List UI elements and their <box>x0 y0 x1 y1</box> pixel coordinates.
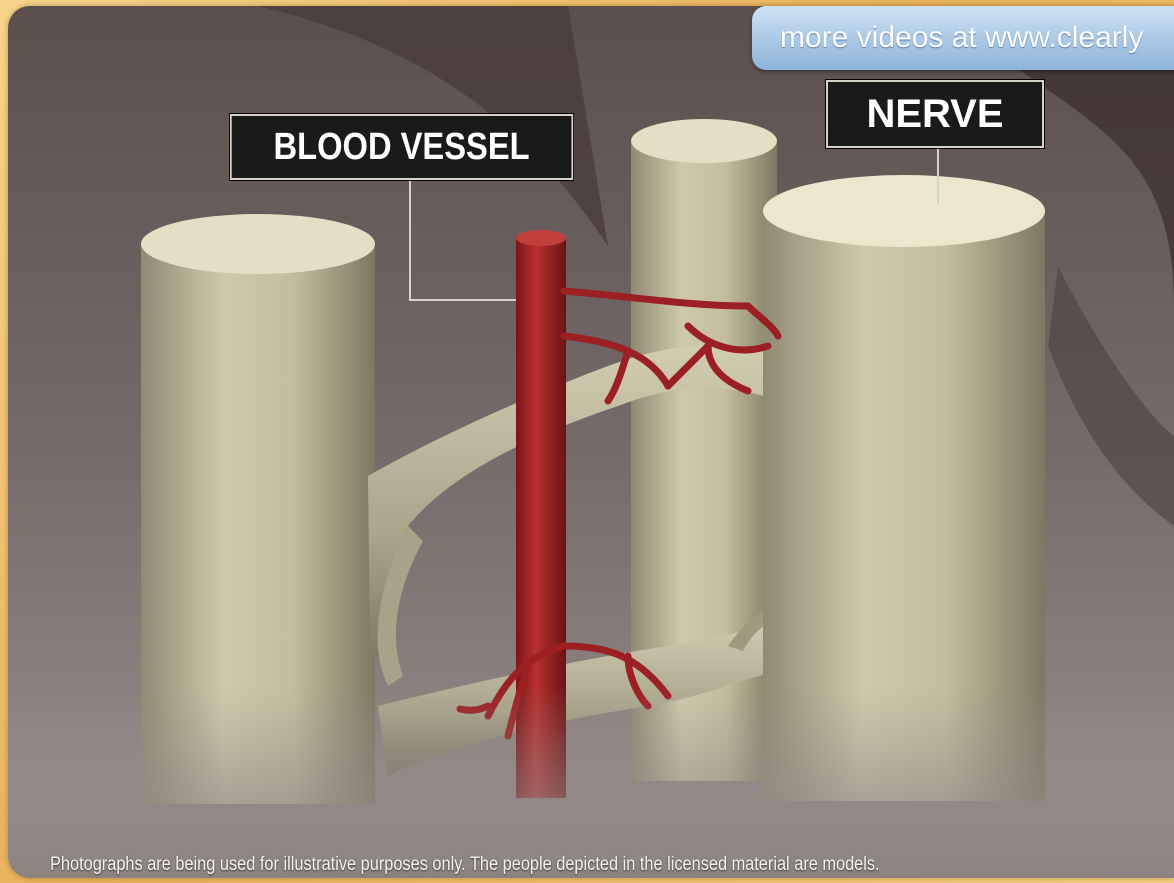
website-banner[interactable]: more videos at www.clearly <box>752 6 1174 70</box>
nerve-label: NERVE <box>826 80 1044 148</box>
disclaimer-caption: Photographs are being used for illustrat… <box>50 850 1017 880</box>
blood-vessel-label: BLOOD VESSEL <box>230 114 573 180</box>
